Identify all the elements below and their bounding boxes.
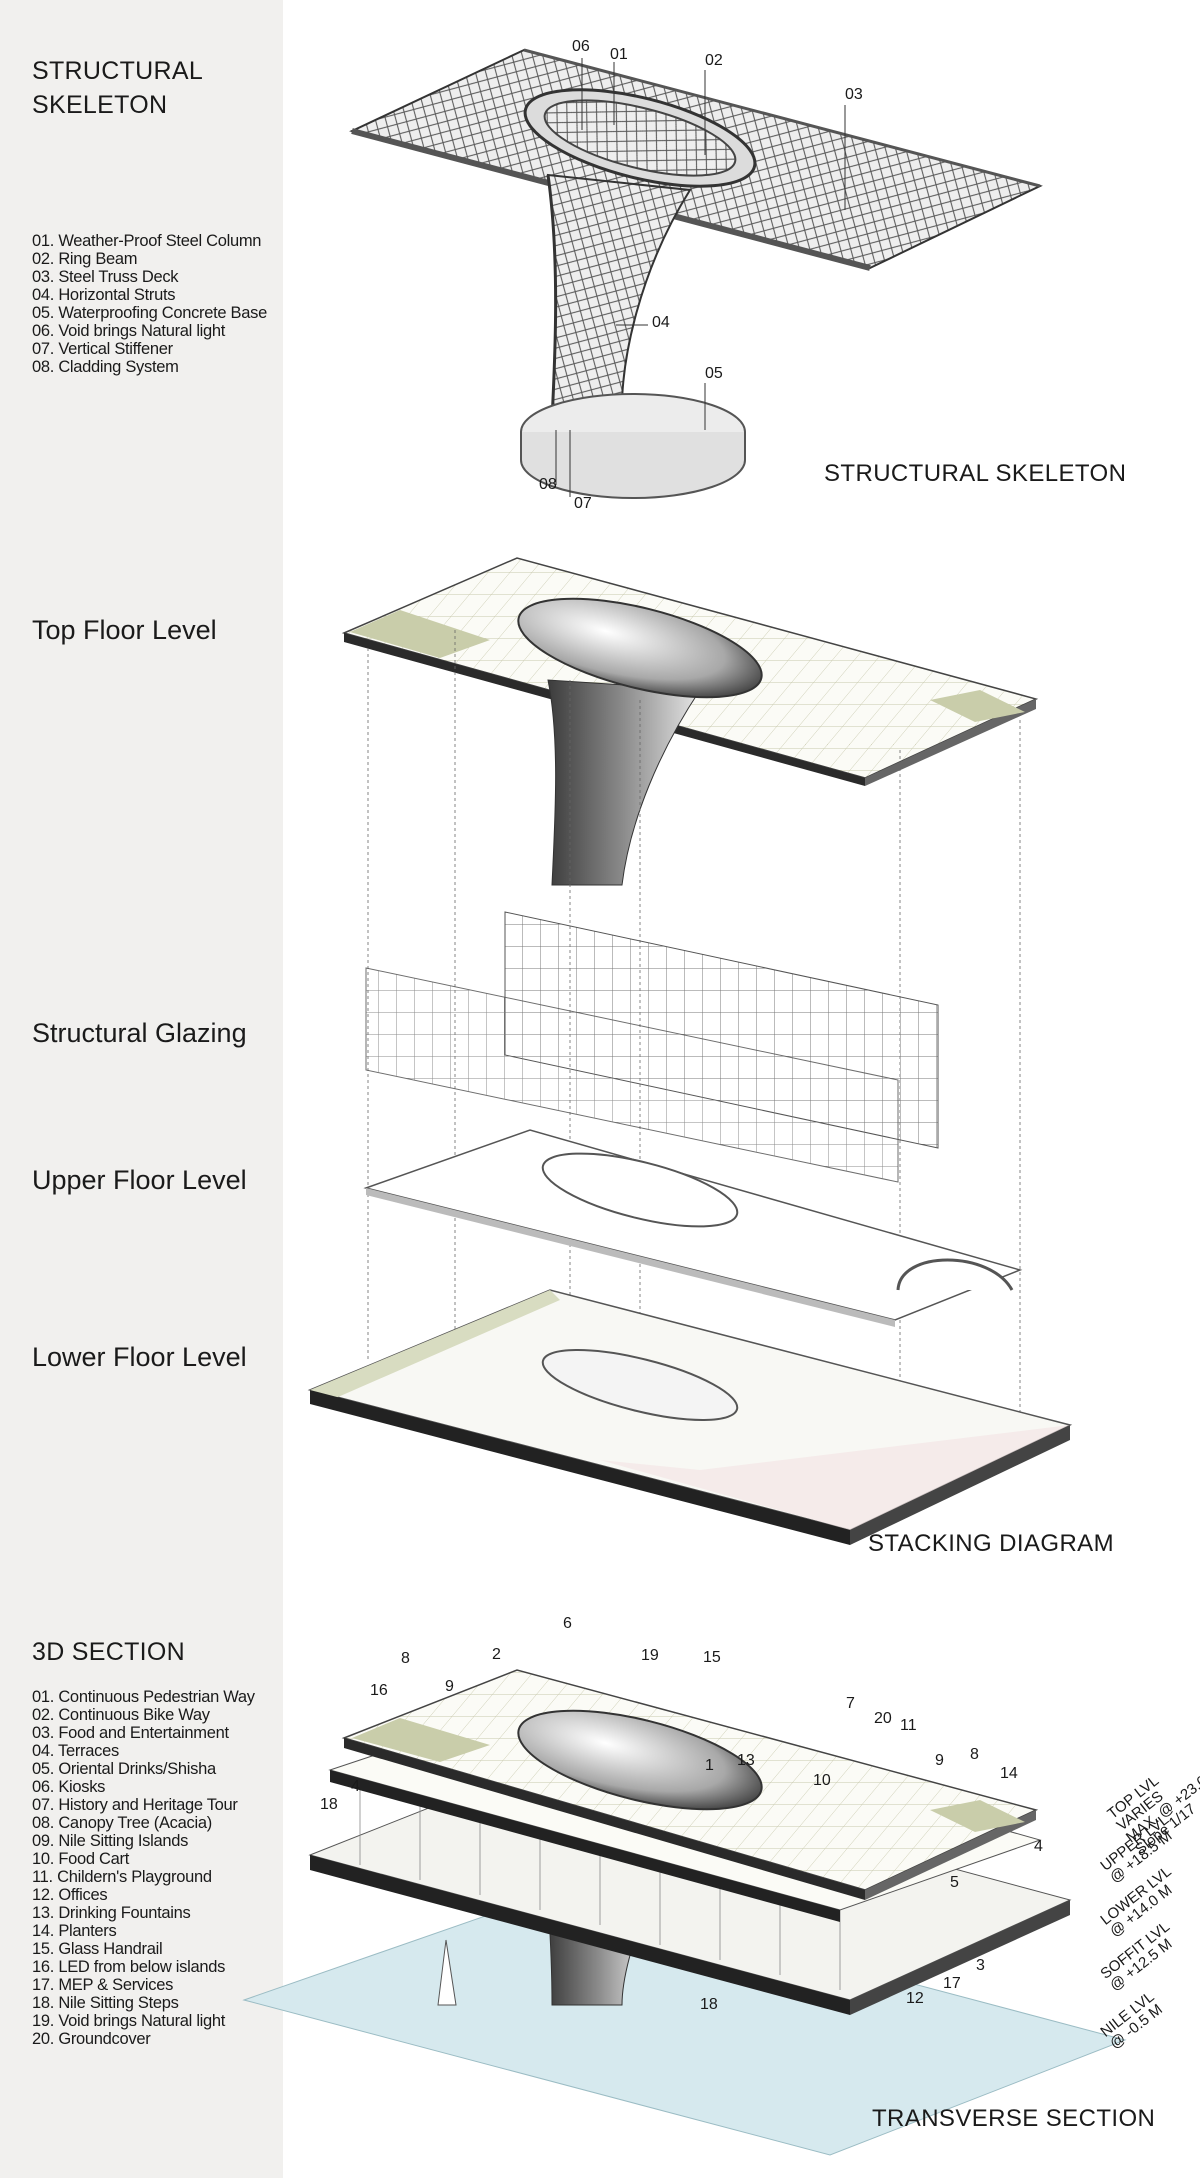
callout-12: 12 [906,1990,924,2007]
legend-item: 20. Groundcover [32,2030,151,2048]
legend-item: 16. LED from below islands [32,1958,226,1976]
legend-item: 08. Cladding System [32,358,179,376]
upper-floor-drawing [363,1129,1023,1327]
callout-18: 18 [320,1796,338,1813]
callout-10: 10 [813,1772,831,1789]
callout-9: 9 [445,1678,454,1695]
legend-item: 19. Void brings Natural light [32,2012,226,2030]
legend-item: 12. Offices [32,1886,108,1904]
section-title: 3D SECTION [32,1638,186,1666]
legend-item: 07. Vertical Stiffener [32,340,173,358]
legend-item: 05. Waterproofing Concrete Base [32,304,267,322]
level-title-structural-glazing: Structural Glazing [32,1018,247,1048]
callout-8: 8 [401,1650,410,1667]
section-legend: 01. Continuous Pedestrian Way 02. Contin… [32,1688,255,2048]
callout-06: 06 [572,38,590,55]
legend-item: 01. Continuous Pedestrian Way [32,1688,255,1706]
legend-item: 17. MEP & Services [32,1976,174,1994]
callout-05: 05 [705,365,723,382]
callout-20: 20 [874,1710,892,1727]
callout-03: 03 [845,86,863,103]
callout-6: 6 [563,1615,572,1632]
caption-transverse-section: TRANSVERSE SECTION [872,2105,1156,2132]
planter-right [930,690,1025,722]
level-title-top-floor: Top Floor Level [32,615,217,645]
callout-1: 1 [705,1757,714,1774]
lower-floor-drawing [307,1289,1073,1545]
legend-item: 04. Terraces [32,1742,119,1760]
legend-item: 02. Continuous Bike Way [32,1706,210,1724]
callout-04: 04 [652,314,670,331]
legend-item: 13. Drinking Fountains [32,1904,191,1922]
callout-19: 19 [641,1647,659,1664]
legend-item: 01. Weather-Proof Steel Column [32,232,262,250]
callout-3: 3 [976,1957,985,1974]
legend-item: 06. Kiosks [32,1778,106,1796]
callout-5: 5 [950,1874,959,1891]
callout-01: 01 [610,46,628,63]
planter-left [350,610,490,658]
callout-18b: 18 [700,1996,718,2013]
callout-7: 7 [846,1695,855,1712]
legend-item: 10. Food Cart [32,1850,129,1868]
callout-15: 15 [703,1649,721,1666]
section-drawing [242,1669,1127,2156]
callout-07: 07 [574,495,592,512]
caption-stacking-diagram: STACKING DIAGRAM [868,1530,1114,1557]
legend-item: 08. Canopy Tree (Acacia) [32,1814,212,1832]
structural-legend: 01. Weather-Proof Steel Column 02. Ring … [32,232,267,376]
callout-2: 2 [492,1646,501,1663]
nile-water [242,1889,1127,2156]
legend-item: 03. Food and Entertainment [32,1724,229,1742]
void-opening [517,597,763,699]
callout-08: 08 [539,476,557,493]
legend-item: 09. Nile Sitting Islands [32,1832,189,1850]
legend-item: 02. Ring Beam [32,250,138,268]
legend-item: 07. History and Heritage Tour [32,1796,238,1814]
top-floor-drawing [341,557,1039,886]
callout-02: 02 [705,52,723,69]
callout-8b: 8 [970,1746,979,1763]
title-line-2: SKELETON [32,91,168,119]
callout-4b: 4 [1034,1838,1043,1855]
structural-skeleton-title: STRUCTURAL SKELETON [32,54,203,122]
callout-9b: 9 [935,1752,944,1769]
legend-item: 03. Steel Truss Deck [32,268,179,286]
level-title-lower-floor: Lower Floor Level [32,1342,247,1372]
callout-14: 14 [1000,1765,1018,1782]
legend-item: 05. Oriental Drinks/Shisha [32,1760,216,1778]
caption-structural-skeleton: STRUCTURAL SKELETON [824,460,1127,487]
sidebar-panel [0,0,283,2178]
structural-glazing-drawing [365,911,939,1183]
legend-item: 18. Nile Sitting Steps [32,1994,179,2012]
callout-11: 11 [900,1717,917,1734]
legend-item: 11. Childern's Playground [32,1868,212,1886]
weather-proof-steel-column [546,173,692,421]
callout-16: 16 [370,1682,388,1699]
callout-4: 4 [351,1778,360,1795]
title-line-1: STRUCTURAL [32,57,204,85]
legend-item: 06. Void brings Natural light [32,322,226,340]
callout-13: 13 [737,1752,755,1769]
legend-item: 15. Glass Handrail [32,1940,163,1958]
level-title-upper-floor: Upper Floor Level [32,1165,247,1195]
callout-17: 17 [943,1975,961,1992]
structural-skeleton-drawing [349,48,1043,499]
legend-item: 14. Planters [32,1922,117,1940]
legend-item: 04. Horizontal Struts [32,286,176,304]
